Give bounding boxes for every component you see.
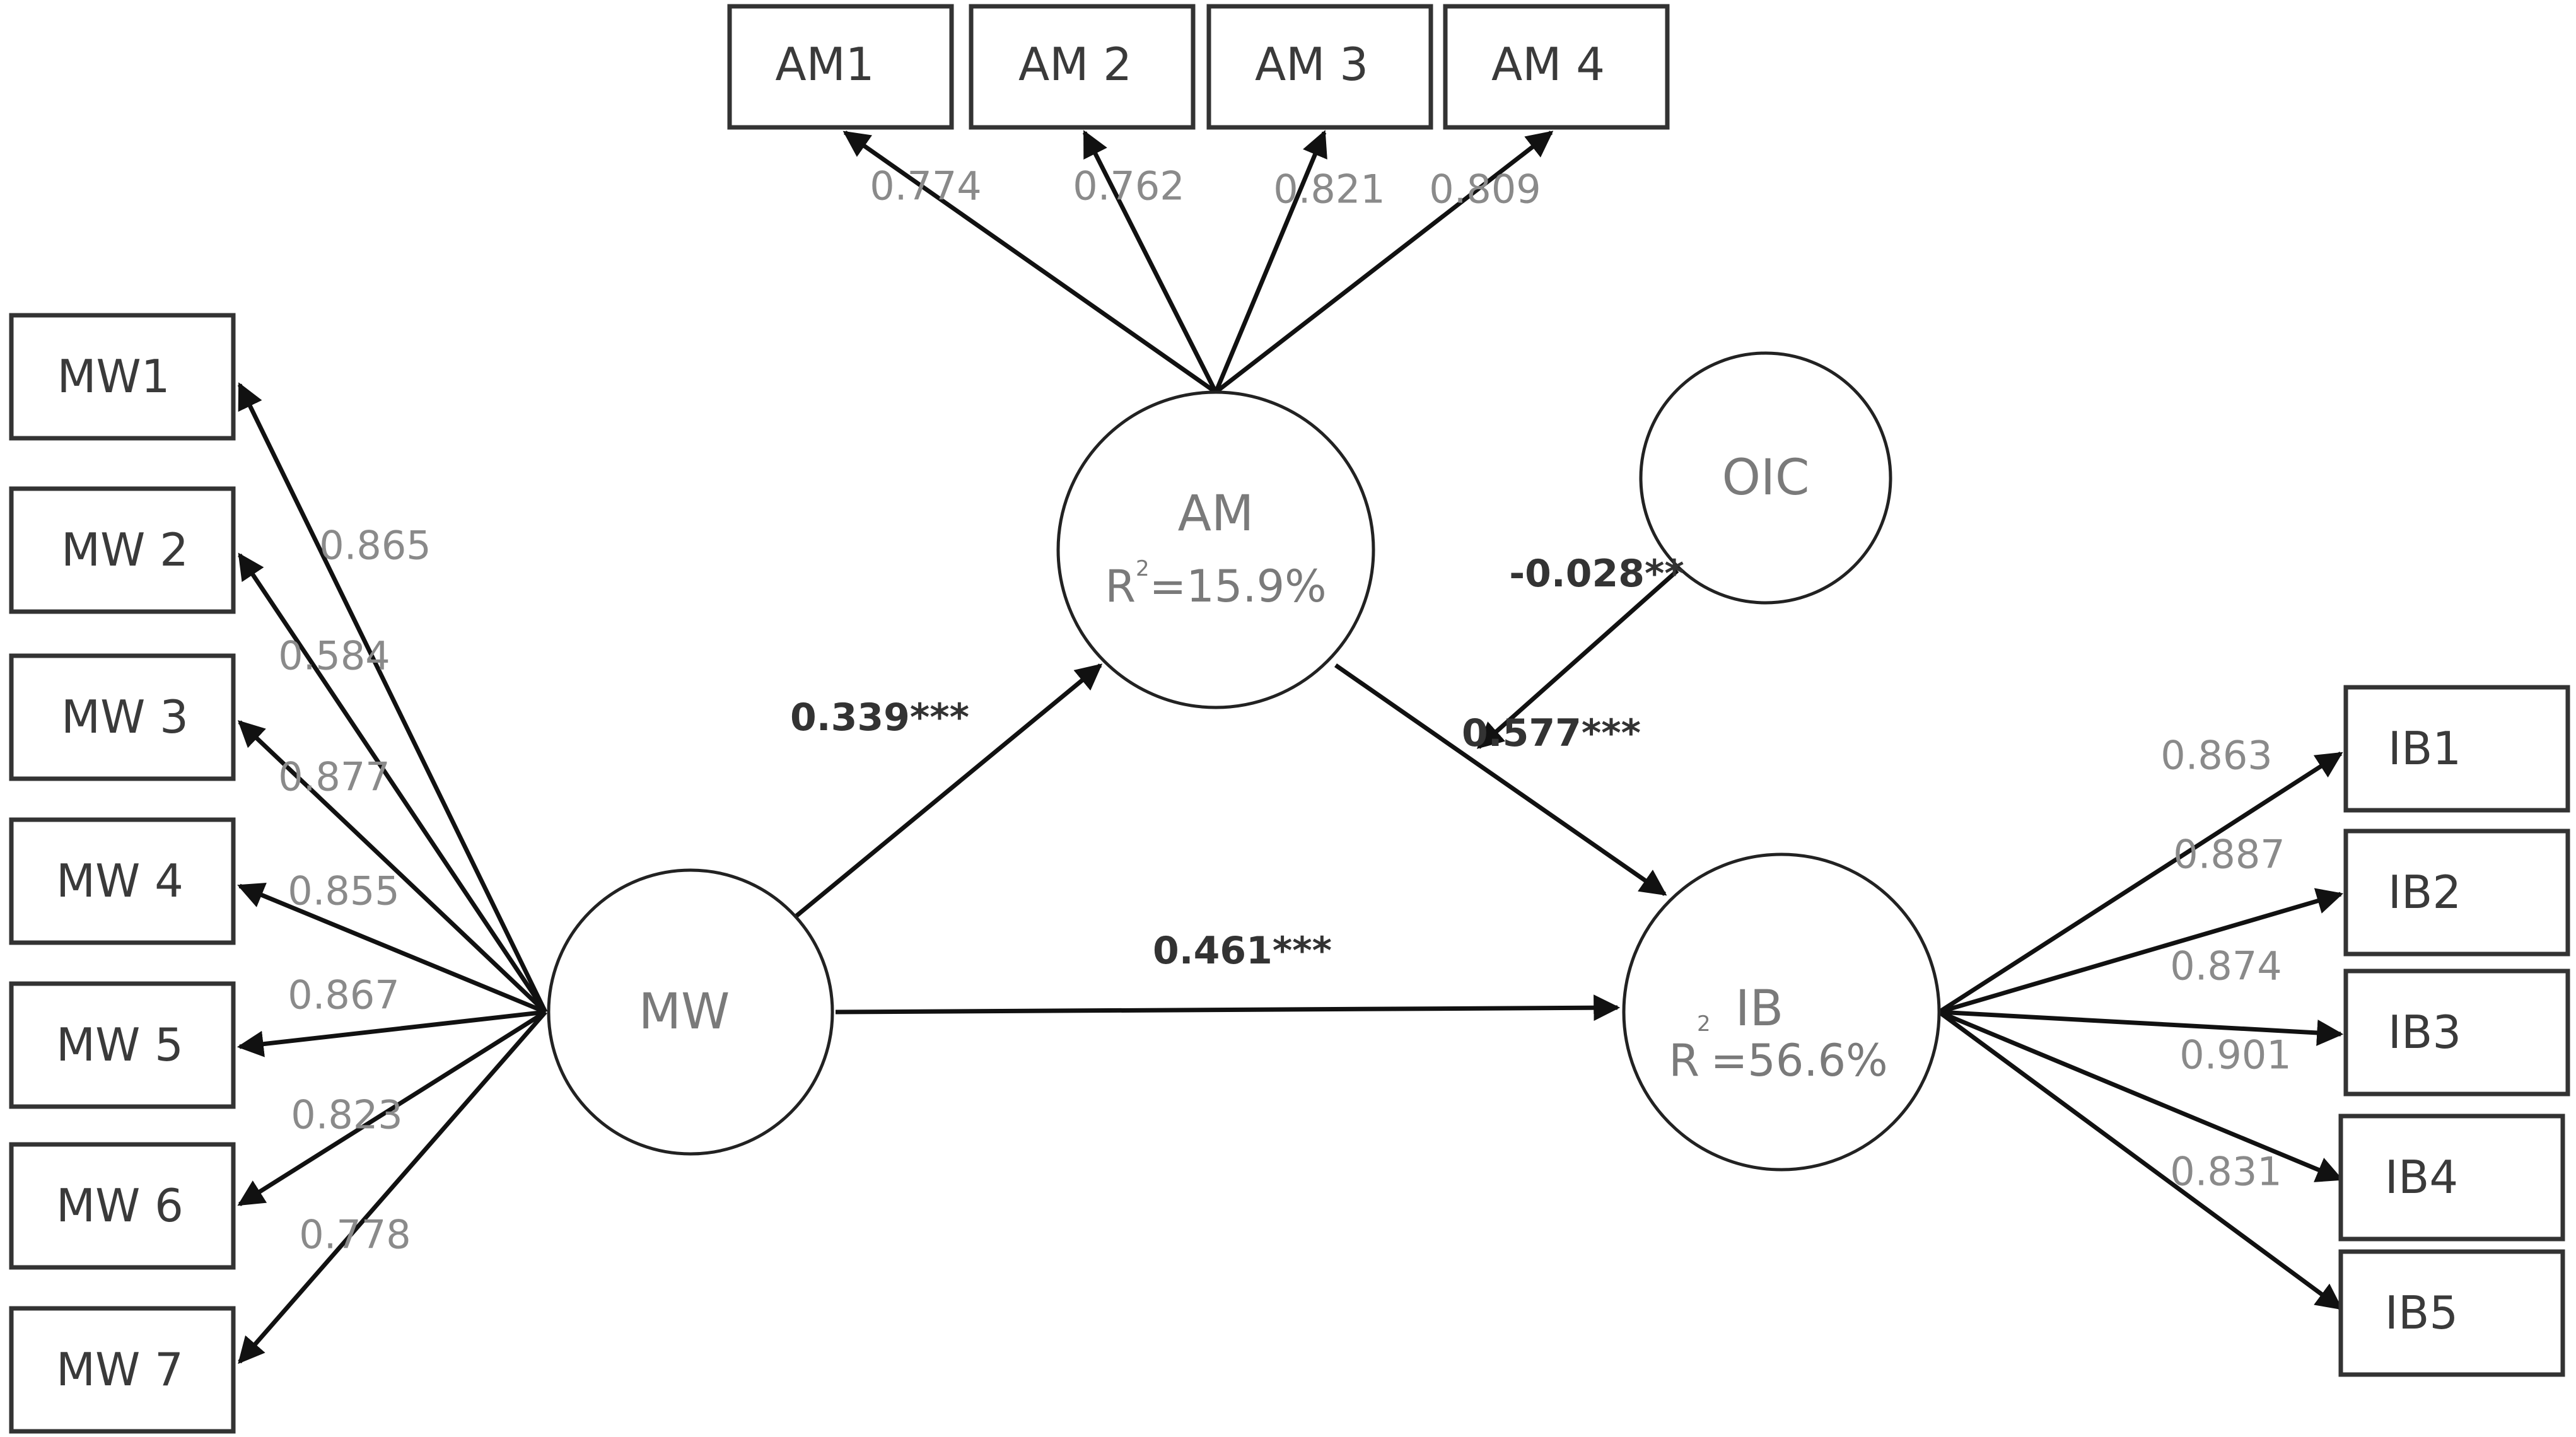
edge-am-am3: [1213, 130, 1327, 393]
indicator-ib1: IB1: [2343, 685, 2570, 813]
indicator-label: MW 4: [56, 854, 184, 907]
loading-mw3: 0.877: [278, 754, 390, 800]
loading-mw4: 0.855: [288, 868, 400, 914]
loading-ib3: 0.874: [2170, 943, 2282, 989]
indicator-label: IB2: [2388, 866, 2461, 919]
loading-mw2: 0.584: [278, 633, 390, 679]
path-coef-am-ib: 0.577***: [1462, 711, 1641, 755]
loading-mw1: 0.865: [319, 523, 431, 569]
edge-mw-mw5: [236, 1009, 546, 1057]
edge-mw-mw4: [237, 882, 547, 1015]
construct-label: OIC: [1722, 450, 1810, 506]
mw-loadings: 0.865 0.584 0.877 0.855 0.867 0.823 0.77…: [278, 523, 431, 1258]
r-squared-label: R2=56.6%: [1669, 1011, 1887, 1086]
indicator-label: AM 3: [1255, 38, 1368, 91]
indicator-label: IB5: [2385, 1286, 2458, 1339]
indicator-ib3: IB3: [2343, 969, 2570, 1097]
loading-mw5: 0.867: [288, 972, 400, 1018]
edge-ib-ib5: [1937, 1010, 2343, 1310]
loading-ib2: 0.887: [2173, 832, 2285, 878]
loading-am4: 0.809: [1429, 166, 1541, 212]
indicator-am2: AM 2: [969, 4, 1196, 130]
edge-ib-ib4: [1938, 1009, 2343, 1182]
edge-am-am4: [1214, 131, 1554, 394]
am-indicators: AM1 AM 2 AM 3 AM 4: [727, 4, 1670, 130]
indicator-label: MW 3: [61, 690, 189, 743]
loading-ib4: 0.901: [2179, 1032, 2292, 1078]
indicator-label: AM 2: [1018, 38, 1132, 91]
r2-prefix: R: [1669, 1035, 1699, 1086]
edge-mw-mw7: [238, 1010, 547, 1364]
indicator-mw1: MW1: [9, 313, 236, 441]
path-coefficients: 0.339*** 0.577*** 0.461*** -0.028**: [790, 552, 1684, 973]
indicator-ib2: IB2: [2343, 829, 2570, 957]
indicator-am3: AM 3: [1206, 4, 1433, 130]
ib-loadings: 0.863 0.887 0.874 0.901 0.831: [2160, 733, 2292, 1195]
r2-value: =15.9%: [1150, 561, 1327, 612]
indicator-mw7: MW 7: [9, 1306, 236, 1434]
indicator-ib5: IB5: [2338, 1249, 2565, 1377]
indicator-label: IB1: [2388, 722, 2461, 775]
loading-am3: 0.821: [1273, 166, 1385, 212]
construct-label: IB: [1735, 980, 1784, 1037]
construct-label: AM: [1178, 486, 1254, 542]
r2-superscript: 2: [1136, 556, 1150, 581]
edge-ib-ib1: [1938, 752, 2343, 1014]
edge-mw-mw6: [237, 1010, 547, 1206]
loading-ib5: 0.831: [2170, 1149, 2282, 1195]
construct-am: AM R2=15.9%: [1056, 390, 1375, 709]
loading-ib1: 0.863: [2160, 733, 2273, 779]
indicator-label: MW 5: [56, 1018, 184, 1071]
indicator-mw3: MW 3: [9, 653, 236, 781]
path-coef-mw-ib: 0.461***: [1153, 929, 1332, 973]
loading-mw6: 0.823: [291, 1092, 403, 1138]
edge-mw-mw3: [237, 720, 547, 1014]
indicator-mw5: MW 5: [9, 981, 236, 1109]
construct-label: MW: [639, 984, 730, 1040]
am-loadings: 0.774 0.762 0.821 0.809: [870, 163, 1541, 212]
edge-mw-mw2: [238, 552, 547, 1013]
indicator-am4: AM 4: [1443, 4, 1670, 130]
indicator-mw4: MW 4: [9, 817, 236, 945]
loading-am1: 0.774: [870, 163, 982, 209]
indicator-label: MW 6: [56, 1179, 184, 1232]
edges: [236, 130, 2344, 1364]
construct-oic: OIC: [1639, 351, 1892, 605]
construct-ib: IB R2=56.6%: [1622, 852, 1941, 1172]
indicator-label: MW 2: [61, 523, 189, 576]
edge-mw-am: [793, 663, 1103, 919]
path-coef-mw-am: 0.339***: [790, 695, 969, 740]
mw-indicators: MW1 MW 2 MW 3 MW 4 MW 5 MW 6 MW 7: [9, 313, 236, 1434]
indicator-label: IB4: [2385, 1151, 2458, 1204]
indicator-ib4: IB4: [2338, 1114, 2565, 1242]
edge-am-ib: [1334, 663, 1667, 896]
edge-mw-ib: [835, 994, 1621, 1021]
indicator-mw2: MW 2: [9, 486, 236, 614]
edge-am-am1: [842, 131, 1218, 394]
ib-indicators: IB1 IB2 IB3 IB4 IB5: [2338, 685, 2570, 1377]
indicator-label: AM 4: [1491, 38, 1605, 91]
r2-superscript: 2: [1697, 1011, 1711, 1037]
edge-ib-ib3: [1938, 1009, 2344, 1046]
indicator-mw6: MW 6: [9, 1142, 236, 1270]
edge-am-am2: [1082, 130, 1218, 393]
r2-value: =56.6%: [1711, 1035, 1888, 1086]
r2-prefix: R: [1105, 561, 1136, 612]
indicator-label: AM1: [775, 38, 874, 91]
r-squared-label: R2=15.9%: [1105, 556, 1326, 612]
indicator-label: IB3: [2388, 1006, 2461, 1059]
construct-mw: MW: [547, 868, 834, 1156]
loading-am2: 0.762: [1073, 163, 1185, 209]
edge-mw-mw1: [237, 382, 548, 1013]
path-coef-oic-moderation: -0.028**: [1509, 552, 1684, 596]
indicator-label: MW1: [57, 350, 170, 403]
indicator-am1: AM1: [727, 4, 954, 130]
loading-mw7: 0.778: [299, 1212, 411, 1258]
edge-oic-moderation: [1476, 569, 1679, 749]
indicator-label: MW 7: [56, 1343, 184, 1396]
edge-ib-ib2: [1938, 888, 2344, 1015]
